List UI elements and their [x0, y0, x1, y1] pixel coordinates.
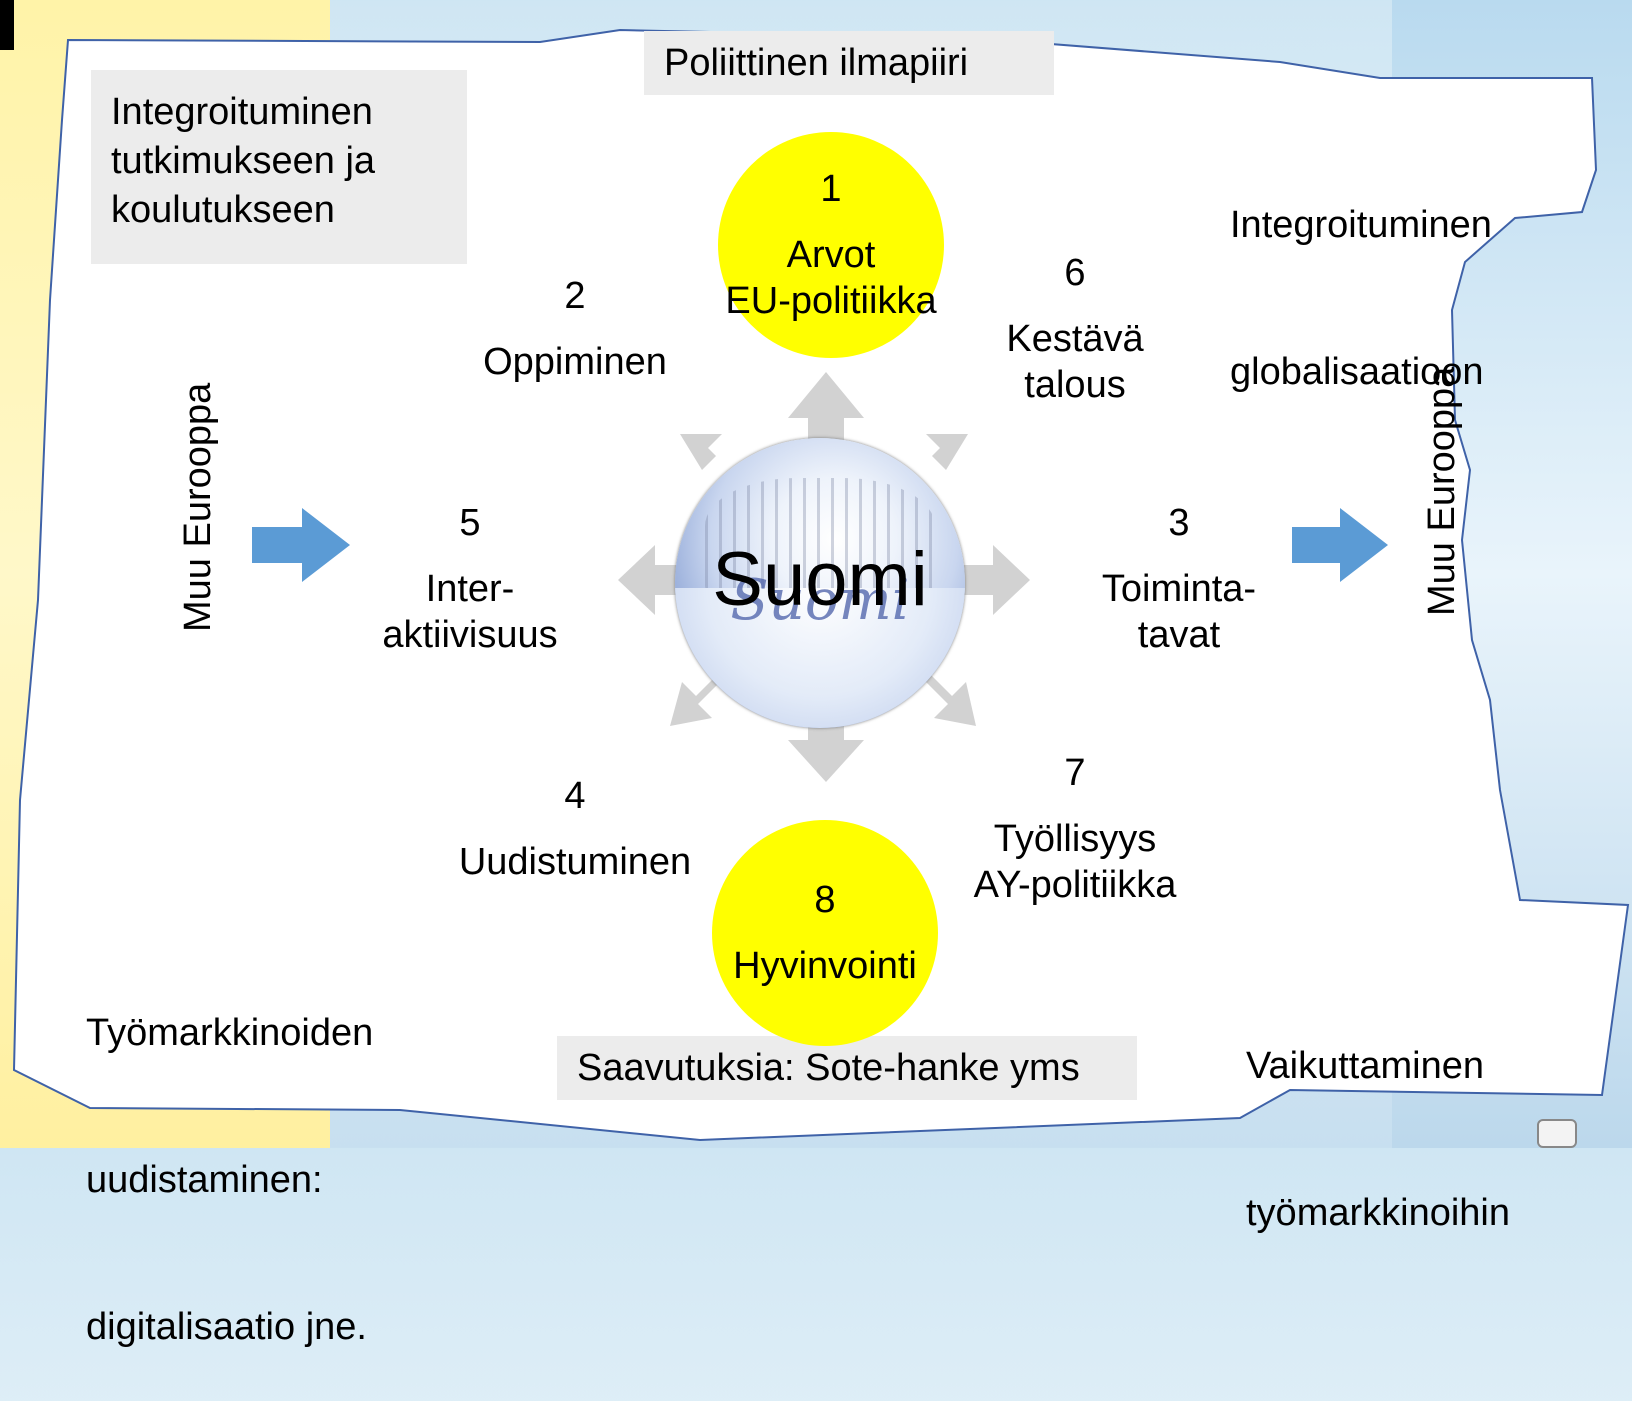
node-3: 3 Toiminta- tavat — [1066, 466, 1292, 692]
center-label: Suomi — [712, 537, 928, 622]
node-line: EU-politiikka — [725, 280, 937, 322]
corner-bottom-left-line: digitalisaatio jne. — [86, 1306, 367, 1348]
slide-edge-mark — [0, 0, 14, 50]
arrow-down — [788, 700, 864, 782]
corner-bottom-right-line: työmarkkinoihin — [1246, 1192, 1510, 1234]
node-number: 8 — [814, 879, 836, 921]
presenter-logo-icon — [1537, 1119, 1577, 1148]
node-line: Inter- — [425, 568, 515, 610]
node-7: 7 Työllisyys AY-politiikka — [962, 716, 1188, 942]
arrow-right — [960, 545, 1030, 615]
corner-top-left-line: tutkimukseen ja — [111, 140, 376, 182]
corner-top-right-line: globalisaatioon — [1230, 351, 1484, 393]
corner-bottom-left: Työmarkkinoiden uudistaminen: digitalisa… — [86, 911, 373, 1401]
winter-trees — [705, 478, 935, 598]
title-tag: Poliittinen ilmapiiri — [644, 31, 1054, 95]
corner-bottom-left-line: Työmarkkinoiden — [86, 1012, 374, 1054]
node-1: 1 Arvot EU-politiikka — [718, 132, 944, 358]
node-line: Hyvinvointi — [733, 945, 917, 987]
node-4: 4 Uudistuminen — [458, 716, 692, 942]
corner-top-right-line: Integroituminen — [1230, 204, 1492, 246]
node-number: 7 — [1064, 752, 1086, 794]
side-label-right: Muu Eurooppa — [1421, 366, 1463, 616]
arrow-left — [618, 545, 690, 615]
node-number: 2 — [564, 275, 586, 317]
node-number: 1 — [820, 168, 842, 210]
bottom-tag: Saavutuksia: Sote-hanke yms — [557, 1036, 1137, 1100]
node-line: Työllisyys — [993, 818, 1157, 860]
snow-ground — [675, 588, 965, 728]
blue-arrow-left — [252, 508, 350, 582]
node-number: 4 — [564, 775, 586, 817]
side-label-left: Muu Eurooppa — [177, 382, 219, 632]
node-line: talous — [1024, 364, 1126, 406]
node-2: 2 Oppiminen — [462, 216, 688, 442]
arrow-up-left — [680, 434, 742, 482]
node-line: tavat — [1137, 614, 1221, 656]
blue-arrow-right — [1292, 508, 1388, 582]
node-line: Oppiminen — [483, 341, 667, 383]
corner-top-left-line: Integroituminen — [111, 91, 373, 133]
suomi-script-text: Suomi — [730, 568, 910, 633]
node-line: Arvot — [786, 234, 876, 276]
node-line: Kestävä — [1006, 318, 1144, 360]
node-line: Uudistuminen — [458, 841, 692, 883]
node-number: 3 — [1168, 502, 1190, 544]
corner-bottom-left-line: uudistaminen: — [86, 1159, 323, 1201]
node-8: 8 Hyvinvointi — [712, 820, 938, 1046]
node-line: Toiminta- — [1101, 568, 1257, 610]
corner-top-right: Integroituminen globalisaatioon — [1230, 103, 1492, 446]
node-5: 5 Inter- aktiivisuus — [357, 466, 583, 692]
corner-bottom-right-line: Vaikuttaminen — [1246, 1045, 1484, 1087]
arrow-up — [788, 372, 864, 458]
suomi-winter-photo: Suomi — [675, 438, 965, 728]
corner-bottom-right: Vaikuttaminen työmarkkinoihin — [1246, 944, 1510, 1287]
arrow-up-right — [906, 434, 968, 482]
corner-top-left-line: koulutukseen — [111, 189, 335, 231]
node-number: 5 — [459, 502, 481, 544]
node-line: aktiivisuus — [382, 614, 558, 656]
corner-top-left: Integroituminen tutkimukseen ja koulutuk… — [91, 70, 467, 264]
node-line: AY-politiikka — [973, 864, 1177, 906]
node-number: 6 — [1064, 252, 1086, 294]
node-6: 6 Kestävä talous — [962, 216, 1188, 442]
